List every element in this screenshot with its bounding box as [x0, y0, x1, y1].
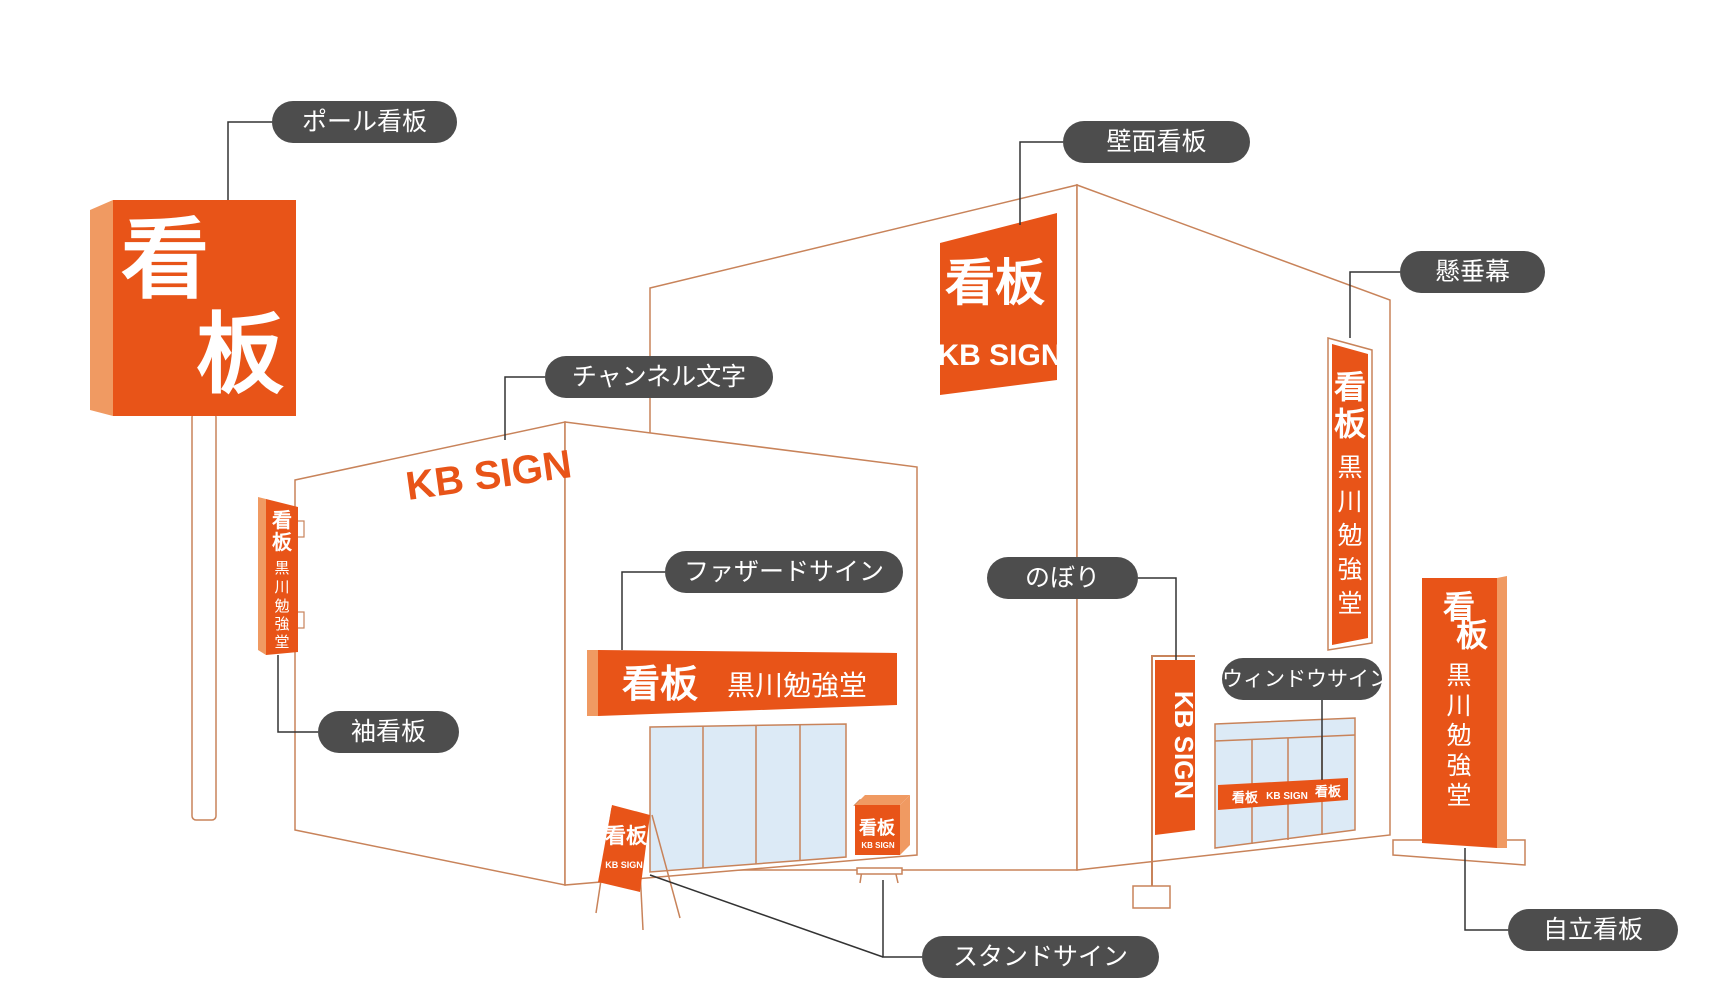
facade-sign-side — [587, 650, 598, 716]
stand-sign-face — [598, 805, 650, 892]
label-hanging-banner: 懸垂幕 — [1400, 251, 1545, 293]
self-standing-store-4: 強 — [1446, 751, 1471, 780]
cube-face — [855, 805, 900, 855]
hanging-banner-char-2: 板 — [1334, 405, 1366, 443]
window-transom — [1214, 734, 1356, 742]
hanging-banner-store-4: 強 — [1337, 555, 1362, 584]
facade-sign: 看板 黒川勉強堂 — [587, 650, 897, 716]
label-self-standing-sign: 自立看板 — [1508, 909, 1678, 951]
self-standing-side — [1497, 576, 1507, 848]
self-standing-store-1: 黒 — [1446, 661, 1471, 690]
entrance-glass — [649, 723, 847, 873]
self-standing-char-2: 板 — [1456, 616, 1488, 654]
label-sleeve-sign: 袖看板 — [318, 711, 459, 753]
sleeve-sign-side — [258, 497, 266, 655]
label-facade-sign: ファザードサイン — [665, 551, 903, 593]
sleeve-sign-store-2: 川 — [274, 578, 289, 596]
wall-sign: 看板 KB SIGN — [937, 213, 1063, 395]
pole-sign-side — [90, 200, 113, 416]
hanging-banner: 看 板 黒 川 勉 強 堂 — [1327, 337, 1373, 651]
window-sign-brand: KB SIGN — [1266, 791, 1308, 802]
pole-sign-face — [113, 200, 296, 416]
stand-leg-2 — [651, 814, 681, 919]
sleeve-sign-store-5: 堂 — [274, 633, 289, 651]
leader-self-standing-sign — [1464, 848, 1508, 931]
self-standing-char-1: 看 — [1443, 588, 1475, 626]
self-standing-sign: 看 板 黒 川 勉 強 堂 — [1392, 576, 1526, 866]
facade-sign-face — [598, 650, 897, 716]
rear-window: 看板 KB SIGN 看板 — [1214, 717, 1356, 849]
wall-sign-face — [940, 213, 1057, 395]
sleeve-sign-store-1: 黒 — [274, 559, 289, 577]
sleeve-sign-char-2: 板 — [272, 530, 293, 554]
hanging-banner-store-1: 黒 — [1337, 453, 1362, 482]
hanging-banner-store-5: 堂 — [1337, 589, 1362, 618]
nobori-face — [1155, 660, 1195, 835]
hanging-banner-store-3: 勉 — [1337, 521, 1362, 550]
pole — [191, 412, 217, 821]
facade-sign-kanban: 看板 — [622, 661, 698, 706]
cube-side — [900, 795, 910, 855]
sleeve-sign-store-3: 勉 — [274, 597, 289, 615]
front-entrance — [649, 723, 847, 873]
wall-sign-kanban: 看板 — [945, 253, 1045, 312]
pole-sign: 看 板 — [90, 200, 296, 821]
nobori-flag: KB SIGN — [1132, 655, 1199, 909]
hanging-banner-store-2: 川 — [1337, 487, 1362, 516]
sleeve-sign-store-4: 強 — [274, 615, 289, 633]
leader-wall-sign — [1019, 141, 1063, 225]
label-stand-sign: スタンドサイン — [922, 936, 1159, 978]
stand-sign-brand: KB SIGN — [605, 860, 643, 870]
nobori-brand: KB SIGN — [1169, 691, 1199, 799]
leader-stand-sign-cube — [882, 880, 922, 958]
pole-sign-char-1: 看 — [121, 207, 209, 311]
self-standing-face — [1422, 578, 1497, 848]
leader-lines — [227, 121, 1508, 958]
pole-sign-char-2: 板 — [196, 302, 284, 406]
a-frame-stand-sign: 看板 KB SIGN — [595, 805, 681, 931]
window-sign-kanban-1: 看板 — [1232, 790, 1259, 806]
cube-top — [855, 795, 910, 805]
leader-nobori — [1138, 577, 1177, 660]
self-standing-store-2: 川 — [1446, 691, 1471, 720]
sleeve-sign-face — [266, 499, 298, 655]
window-sign-kanban-2: 看板 — [1315, 784, 1342, 800]
stand-sign-kanban: 看板 — [605, 823, 648, 848]
leader-stand-sign-aframe — [649, 874, 884, 958]
sleeve-sign: 看 板 黒 川 勉 強 堂 — [258, 497, 305, 655]
hanging-banner-face — [1332, 344, 1368, 645]
leader-channel-letters — [504, 376, 545, 440]
leader-facade-sign — [621, 571, 665, 650]
cube-stand-sign: 看板 KB SIGN — [853, 795, 910, 884]
label-pole-sign: ポール看板 — [272, 101, 457, 143]
leader-hanging-banner — [1349, 271, 1400, 338]
cube-brand: KB SIGN — [861, 841, 895, 850]
sleeve-sign-char-1: 看 — [272, 508, 292, 532]
label-wall-sign: 壁面看板 — [1063, 121, 1250, 163]
self-standing-store-5: 堂 — [1446, 781, 1471, 810]
window-sign-strip — [1218, 778, 1348, 810]
leader-sleeve-sign — [277, 655, 318, 733]
label-nobori: のぼり — [987, 557, 1138, 599]
self-standing-store-3: 勉 — [1446, 721, 1471, 750]
facade-sign-store: 黒川勉強堂 — [727, 669, 867, 702]
label-window-sign: ウィンドウサイン — [1222, 658, 1390, 700]
nobori-base — [1132, 885, 1171, 909]
cube-kanban: 看板 — [858, 817, 896, 839]
leader-pole-sign — [227, 121, 272, 200]
label-channel-letters: チャンネル文字 — [545, 356, 773, 398]
wall-sign-brand: KB SIGN — [937, 339, 1062, 372]
cube-base — [856, 867, 903, 875]
hanging-banner-char-1: 看 — [1334, 368, 1366, 406]
